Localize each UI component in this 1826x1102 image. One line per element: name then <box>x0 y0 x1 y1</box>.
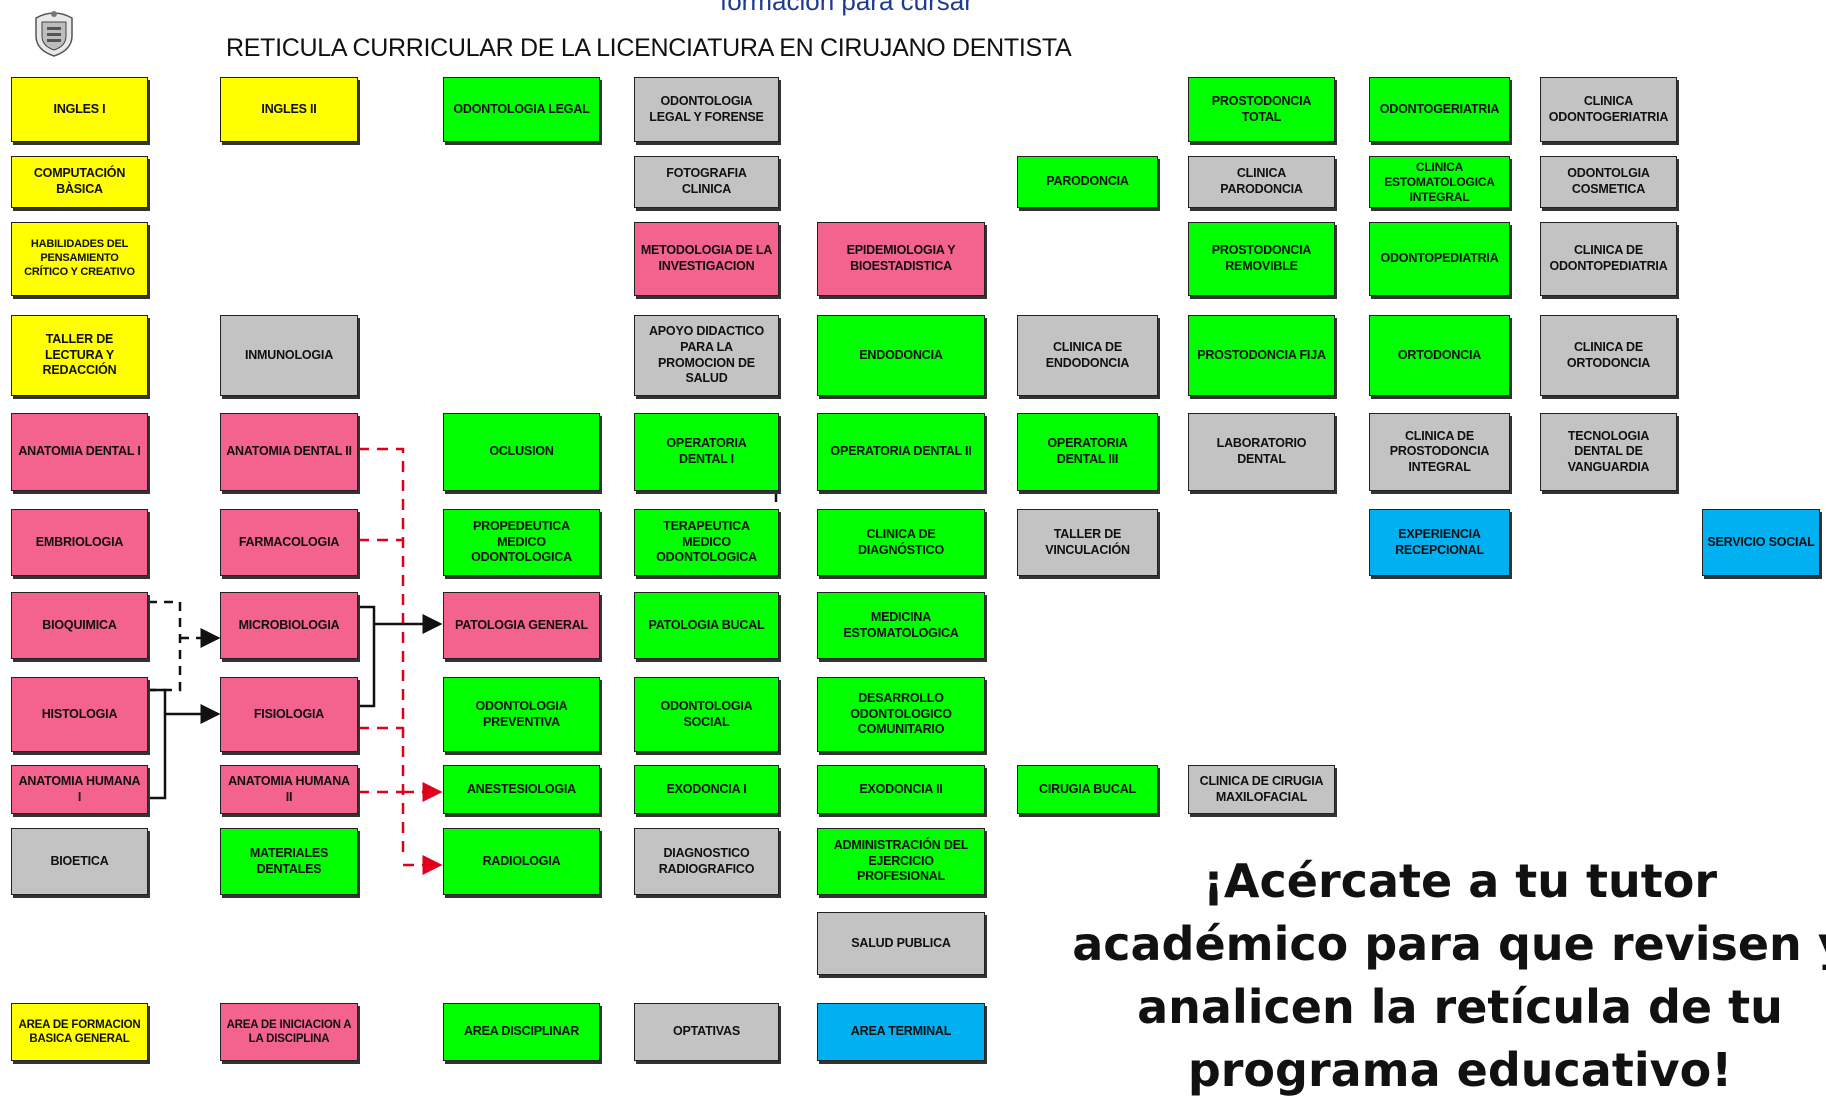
habilidades-pensamiento-box: HABILIDADES DEL PENSAMIENTO CRÍTICO Y CR… <box>11 222 148 296</box>
anatomia-dental-1-box: ANATOMIA DENTAL I <box>11 413 148 491</box>
apoyo-didactico-box: APOYO DIDACTICO PARA LA PROMOCION DE SAL… <box>634 315 779 396</box>
fotografia-clinica-box: FOTOGRAFIA CLINICA <box>634 156 779 208</box>
fisiologia-box: FISIOLOGIA <box>220 677 358 752</box>
tutor-message: ¡Acércate a tu tutor académico para que … <box>1070 850 1826 1102</box>
operatoria-dental-3-box: OPERATORIA DENTAL III <box>1017 413 1158 491</box>
page-title: RETICULA CURRICULAR DE LA LICENCIATURA E… <box>226 34 1072 62</box>
legend-terminal: AREA TERMINAL <box>817 1003 985 1061</box>
odontogeriatria-box: ODONTOGERIATRIA <box>1369 77 1510 142</box>
clinica-endodoncia-box: CLINICA DE ENDODONCIA <box>1017 315 1158 396</box>
prostodoncia-removible-box: PROSTODONCIA REMOVIBLE <box>1188 222 1335 296</box>
patologia-bucal-box: PATOLOGIA BUCAL <box>634 592 779 659</box>
tutor-message-line-4: programa educativo! <box>1187 1043 1733 1097</box>
laboratorio-dental-box: LABORATORIO DENTAL <box>1188 413 1335 491</box>
metodologia-investigacion-box: METODOLOGIA DE LA INVESTIGACION <box>634 222 779 296</box>
clinica-odontogeriatria-box: CLINICA ODONTOGERIATRIA <box>1540 77 1677 142</box>
odontologia-preventiva-box: ODONTOLOGIA PREVENTIVA <box>443 677 600 752</box>
clinica-cirugia-maxilofacial-box: CLINICA DE CIRUGIA MAXILOFACIAL <box>1188 765 1335 814</box>
exodoncia-2-box: EXODONCIA II <box>817 765 985 814</box>
odontopediatria-box: ODONTOPEDIATRIA <box>1369 222 1510 296</box>
operatoria-dental-2-box: OPERATORIA DENTAL II <box>817 413 985 491</box>
desarrollo-comunitario-box: DESARROLLO ODONTOLOGICO COMUNITARIO <box>817 677 985 752</box>
epidemiologia-box: EPIDEMIOLOGIA Y BIOESTADISTICA <box>817 222 985 296</box>
prerequisite-connectors <box>148 447 778 875</box>
servicio-social-box: SERVICIO SOCIAL <box>1702 509 1820 576</box>
ingles-1-box: INGLES I <box>11 77 148 142</box>
bioetica-box: BIOETICA <box>11 828 148 895</box>
oclusion-box: OCLUSION <box>443 413 600 491</box>
farmacologia-box: FARMACOLOGIA <box>220 509 358 576</box>
clinica-parodoncia-box: CLINICA PARODONCIA <box>1188 156 1335 208</box>
top-heading-cut: formación para cursar <box>720 0 973 16</box>
ingles-2-box: INGLES II <box>220 77 358 142</box>
microbiologia-box: MICROBIOLOGIA <box>220 592 358 659</box>
endodoncia-box: ENDODONCIA <box>817 315 985 396</box>
odontologia-legal-forense-box: ODONTOLOGIA LEGAL Y FORENSE <box>634 77 779 142</box>
diagnostico-radiografico-box: DIAGNOSTICO RADIOGRAFICO <box>634 828 779 895</box>
legend-basica-general: AREA DE FORMACION BASICA GENERAL <box>11 1003 148 1061</box>
inmunologia-box: INMUNOLOGIA <box>220 315 358 396</box>
prostodoncia-fija-box: PROSTODONCIA FIJA <box>1188 315 1335 396</box>
salud-publica-box: SALUD PUBLICA <box>817 912 985 975</box>
anestesiologia-box: ANESTESIOLOGIA <box>443 765 600 814</box>
university-seal-logo <box>35 11 73 57</box>
clinica-estomatologica-box: CLINICA ESTOMATOLOGICA INTEGRAL <box>1369 156 1510 208</box>
tutor-message-line-3: analicen la retícula de tu <box>1137 980 1783 1034</box>
computacion-basica-box: COMPUTACIÓN BÀSICA <box>11 156 148 208</box>
clinica-odontopediatria-box: CLINICA DE ODONTOPEDIATRIA <box>1540 222 1677 296</box>
tecnologia-vanguardia-box: TECNOLOGIA DENTAL DE VANGUARDIA <box>1540 413 1677 491</box>
anatomia-humana-2-box: ANATOMIA HUMANA II <box>220 765 358 814</box>
patologia-general-box: PATOLOGIA GENERAL <box>443 592 600 659</box>
taller-lectura-box: TALLER DE LECTURA Y REDACCIÓN <box>11 315 148 396</box>
medicina-estomatologica-box: MEDICINA ESTOMATOLOGICA <box>817 592 985 659</box>
tutor-message-line-1: ¡Acércate a tu tutor <box>1202 854 1718 908</box>
anatomia-humana-1-box: ANATOMIA HUMANA I <box>11 765 148 814</box>
clinica-diagnostico-box: CLINICA DE DIAGNÓSTICO <box>817 509 985 576</box>
radiologia-box: RADIOLOGIA <box>443 828 600 895</box>
tutor-message-line-2: académico para que revisen y <box>1072 917 1826 971</box>
odontologia-social-box: ODONTOLOGIA SOCIAL <box>634 677 779 752</box>
legend-iniciacion-disciplina: AREA DE INICIACION A LA DISCIPLINA <box>220 1003 358 1061</box>
cirugia-bucal-box: CIRUGIA BUCAL <box>1017 765 1158 814</box>
clinica-ortodoncia-box: CLINICA DE ORTODONCIA <box>1540 315 1677 396</box>
exodoncia-1-box: EXODONCIA I <box>634 765 779 814</box>
embriologia-box: EMBRIOLOGIA <box>11 509 148 576</box>
propedeutica-box: PROPEDEUTICA MEDICO ODONTOLOGICA <box>443 509 600 576</box>
histologia-box: HISTOLOGIA <box>11 677 148 752</box>
parodoncia-box: PARODONCIA <box>1017 156 1158 208</box>
materiales-dentales-box: MATERIALES DENTALES <box>220 828 358 895</box>
operatoria-dental-1-box: OPERATORIA DENTAL I <box>634 413 779 491</box>
taller-vinculacion-box: TALLER DE VINCULACIÓN <box>1017 509 1158 576</box>
ortodoncia-box: ORTODONCIA <box>1369 315 1510 396</box>
odontologia-cosmetica-box: ODONTOLGIA COSMETICA <box>1540 156 1677 208</box>
anatomia-dental-2-box: ANATOMIA DENTAL II <box>220 413 358 491</box>
odontologia-legal-box: ODONTOLOGIA LEGAL <box>443 77 600 142</box>
terapeutica-box: TERAPEUTICA MEDICO ODONTOLOGICA <box>634 509 779 576</box>
bioquimica-box: BIOQUIMICA <box>11 592 148 659</box>
legend-optativas: OPTATIVAS <box>634 1003 779 1061</box>
legend-disciplinar: AREA DISCIPLINAR <box>443 1003 600 1061</box>
administracion-ejercicio-box: ADMINISTRACIÓN DEL EJERCICIO PROFESIONAL <box>817 828 985 895</box>
clinica-prostodoncia-integral-box: CLINICA DE PROSTODONCIA INTEGRAL <box>1369 413 1510 491</box>
prostodoncia-total-box: PROSTODONCIA TOTAL <box>1188 77 1335 142</box>
experiencia-recepcional-box: EXPERIENCIA RECEPCIONAL <box>1369 509 1510 576</box>
